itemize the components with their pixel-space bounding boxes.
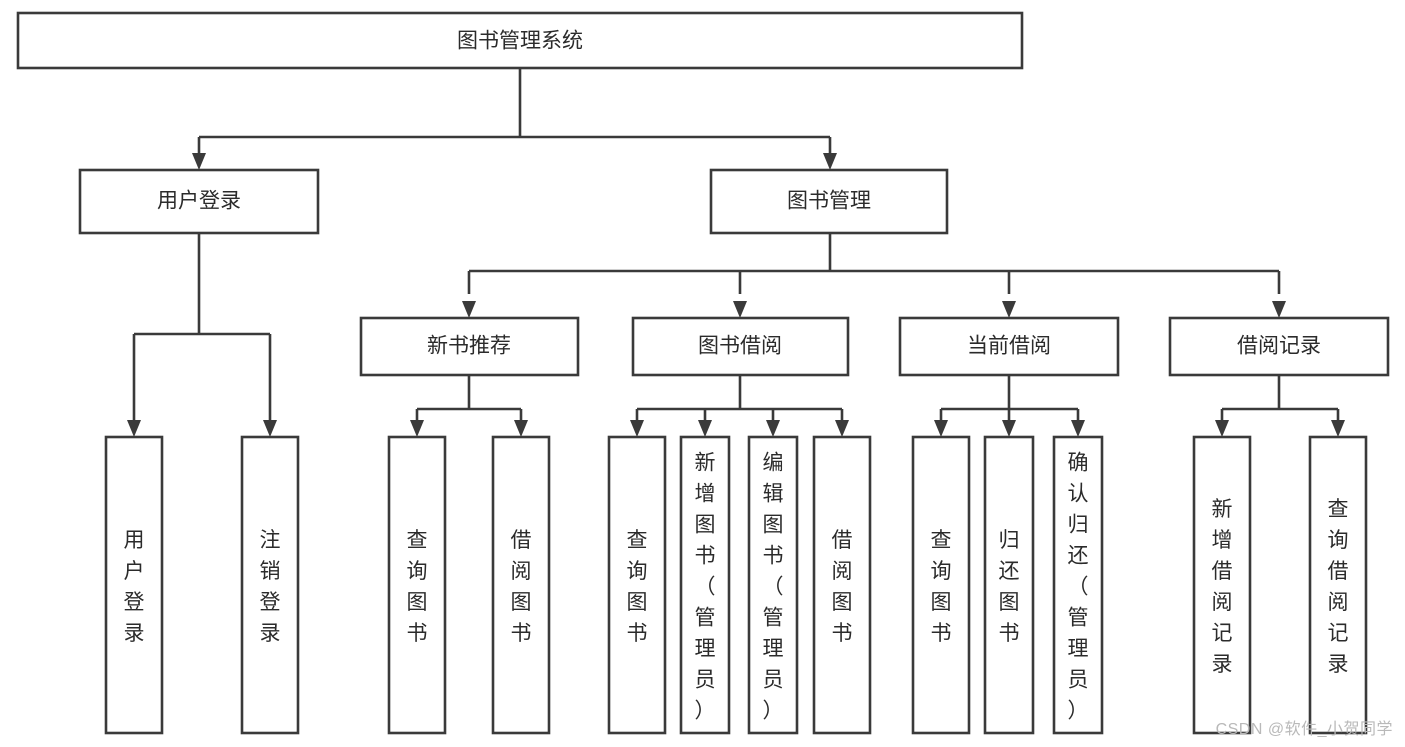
node-leaf-query-record[interactable]: 查询借阅记录 xyxy=(1308,435,1368,735)
node-leaf-edit-book[interactable]: 编辑图书（管理员） xyxy=(747,435,799,735)
node-leaf-query-record-box[interactable] xyxy=(1308,435,1368,735)
arrow-to-borrow-record-icon xyxy=(1272,301,1286,318)
node-leaf-query-book-3-box[interactable] xyxy=(911,435,971,735)
arrow-nbr-leaf-2-icon xyxy=(514,420,528,437)
node-book-manage[interactable]: 图书管理 xyxy=(709,168,949,235)
node-book-borrow-label: 图书借阅 xyxy=(698,335,782,358)
node-leaf-borrow-book-1-label: 借阅图书 xyxy=(511,529,532,645)
arrow-to-book-borrow-icon xyxy=(733,301,747,318)
node-leaf-confirm-return-label: 确认归还（管理员） xyxy=(1068,452,1089,723)
node-user-login-box[interactable] xyxy=(78,168,320,235)
edge-group-borrow-record-to-leaves xyxy=(1215,375,1345,437)
node-book-borrow[interactable]: 图书借阅 xyxy=(631,316,850,377)
edge-group-root-to-level1 xyxy=(192,68,837,170)
node-leaf-add-book-box[interactable] xyxy=(679,435,731,735)
node-leaf-query-book-3-label: 查询图书 xyxy=(931,529,952,645)
node-leaf-query-book-3[interactable]: 查询图书 xyxy=(911,435,971,735)
edge-group-user-login-to-leaves xyxy=(127,233,277,437)
edge-group-book-borrow-to-leaves xyxy=(630,375,849,437)
node-leaf-query-record-label: 查询借阅记录 xyxy=(1328,498,1349,676)
node-user-login[interactable]: 用户登录 xyxy=(78,168,320,235)
node-leaf-edit-book-label: 编辑图书（管理员） xyxy=(763,452,784,723)
arrow-to-new-book-recommend-icon xyxy=(462,301,476,318)
edge-group-book-manage-to-level2 xyxy=(462,233,1286,318)
node-leaf-borrow-book-2-box[interactable] xyxy=(812,435,872,735)
node-leaf-query-book-1[interactable]: 查询图书 xyxy=(387,435,447,735)
node-new-book-recommend[interactable]: 新书推荐 xyxy=(359,316,580,377)
node-current-borrow-box[interactable] xyxy=(898,316,1120,377)
node-leaf-return-book[interactable]: 归还图书 xyxy=(983,435,1035,735)
node-leaf-return-book-box[interactable] xyxy=(983,435,1035,735)
node-book-manage-box[interactable] xyxy=(709,168,949,235)
arrow-to-current-borrow-icon xyxy=(1002,301,1016,318)
node-leaf-borrow-book-1[interactable]: 借阅图书 xyxy=(491,435,551,735)
node-root-label: 图书管理系统 xyxy=(457,30,583,53)
arrow-user-login-leaf-1-icon xyxy=(127,420,141,437)
node-leaf-logout-label: 注销登录 xyxy=(260,529,281,645)
node-leaf-borrow-book-2[interactable]: 借阅图书 xyxy=(812,435,872,735)
node-borrow-record-box[interactable] xyxy=(1168,316,1390,377)
node-book-borrow-box[interactable] xyxy=(631,316,850,377)
node-leaf-add-book-label: 新增图书（管理员） xyxy=(695,452,716,723)
node-book-manage-label: 图书管理 xyxy=(787,190,871,213)
node-leaf-add-record[interactable]: 新增借阅记录 xyxy=(1192,435,1252,735)
node-leaf-query-book-2[interactable]: 查询图书 xyxy=(607,435,667,735)
node-borrow-record[interactable]: 借阅记录 xyxy=(1168,316,1390,377)
node-leaf-confirm-return-box[interactable] xyxy=(1052,435,1104,735)
arrow-root-to-user-login-icon xyxy=(192,153,206,170)
node-leaf-query-book-1-box[interactable] xyxy=(387,435,447,735)
arrow-bb-leaf-4-icon xyxy=(835,420,849,437)
node-leaf-logout-box[interactable] xyxy=(240,435,300,735)
node-leaf-confirm-return[interactable]: 确认归还（管理员） xyxy=(1052,435,1104,735)
node-leaf-add-record-label: 新增借阅记录 xyxy=(1212,498,1233,676)
node-leaf-edit-book-box[interactable] xyxy=(747,435,799,735)
arrow-br-leaf-2-icon xyxy=(1331,420,1345,437)
node-new-book-recommend-box[interactable] xyxy=(359,316,580,377)
node-current-borrow-label: 当前借阅 xyxy=(967,335,1051,358)
arrow-br-leaf-1-icon xyxy=(1215,420,1229,437)
arrow-cb-leaf-3-icon xyxy=(1071,420,1085,437)
node-leaf-return-book-label: 归还图书 xyxy=(999,529,1020,645)
node-leaf-user-login[interactable]: 用户登录 xyxy=(104,435,164,735)
arrow-bb-leaf-3-icon xyxy=(766,420,780,437)
arrow-cb-leaf-2-icon xyxy=(1002,420,1016,437)
node-leaf-query-book-1-label: 查询图书 xyxy=(407,529,428,645)
node-new-book-recommend-label: 新书推荐 xyxy=(427,335,511,358)
node-leaf-user-login-box[interactable] xyxy=(104,435,164,735)
arrow-user-login-leaf-2-icon xyxy=(263,420,277,437)
node-leaf-logout[interactable]: 注销登录 xyxy=(240,435,300,735)
node-leaf-query-book-2-box[interactable] xyxy=(607,435,667,735)
arrow-nbr-leaf-1-icon xyxy=(410,420,424,437)
edge-group-current-borrow-to-leaves xyxy=(934,375,1085,437)
arrow-cb-leaf-1-icon xyxy=(934,420,948,437)
node-borrow-record-label: 借阅记录 xyxy=(1237,335,1321,358)
node-leaf-add-book[interactable]: 新增图书（管理员） xyxy=(679,435,731,735)
node-leaf-add-record-box[interactable] xyxy=(1192,435,1252,735)
node-root[interactable]: 图书管理系统 xyxy=(16,11,1024,70)
node-current-borrow[interactable]: 当前借阅 xyxy=(898,316,1120,377)
node-leaf-query-book-2-label: 查询图书 xyxy=(627,529,648,645)
node-leaf-user-login-label: 用户登录 xyxy=(124,529,145,645)
node-root-box[interactable] xyxy=(16,11,1024,70)
arrow-bb-leaf-2-icon xyxy=(698,420,712,437)
edge-group-new-book-recommend-to-leaves xyxy=(410,375,528,437)
node-leaf-borrow-book-2-label: 借阅图书 xyxy=(832,529,853,645)
node-user-login-label: 用户登录 xyxy=(157,190,241,213)
arrow-bb-leaf-1-icon xyxy=(630,420,644,437)
node-leaf-borrow-book-1-box[interactable] xyxy=(491,435,551,735)
arrow-root-to-book-manage-icon xyxy=(823,153,837,170)
